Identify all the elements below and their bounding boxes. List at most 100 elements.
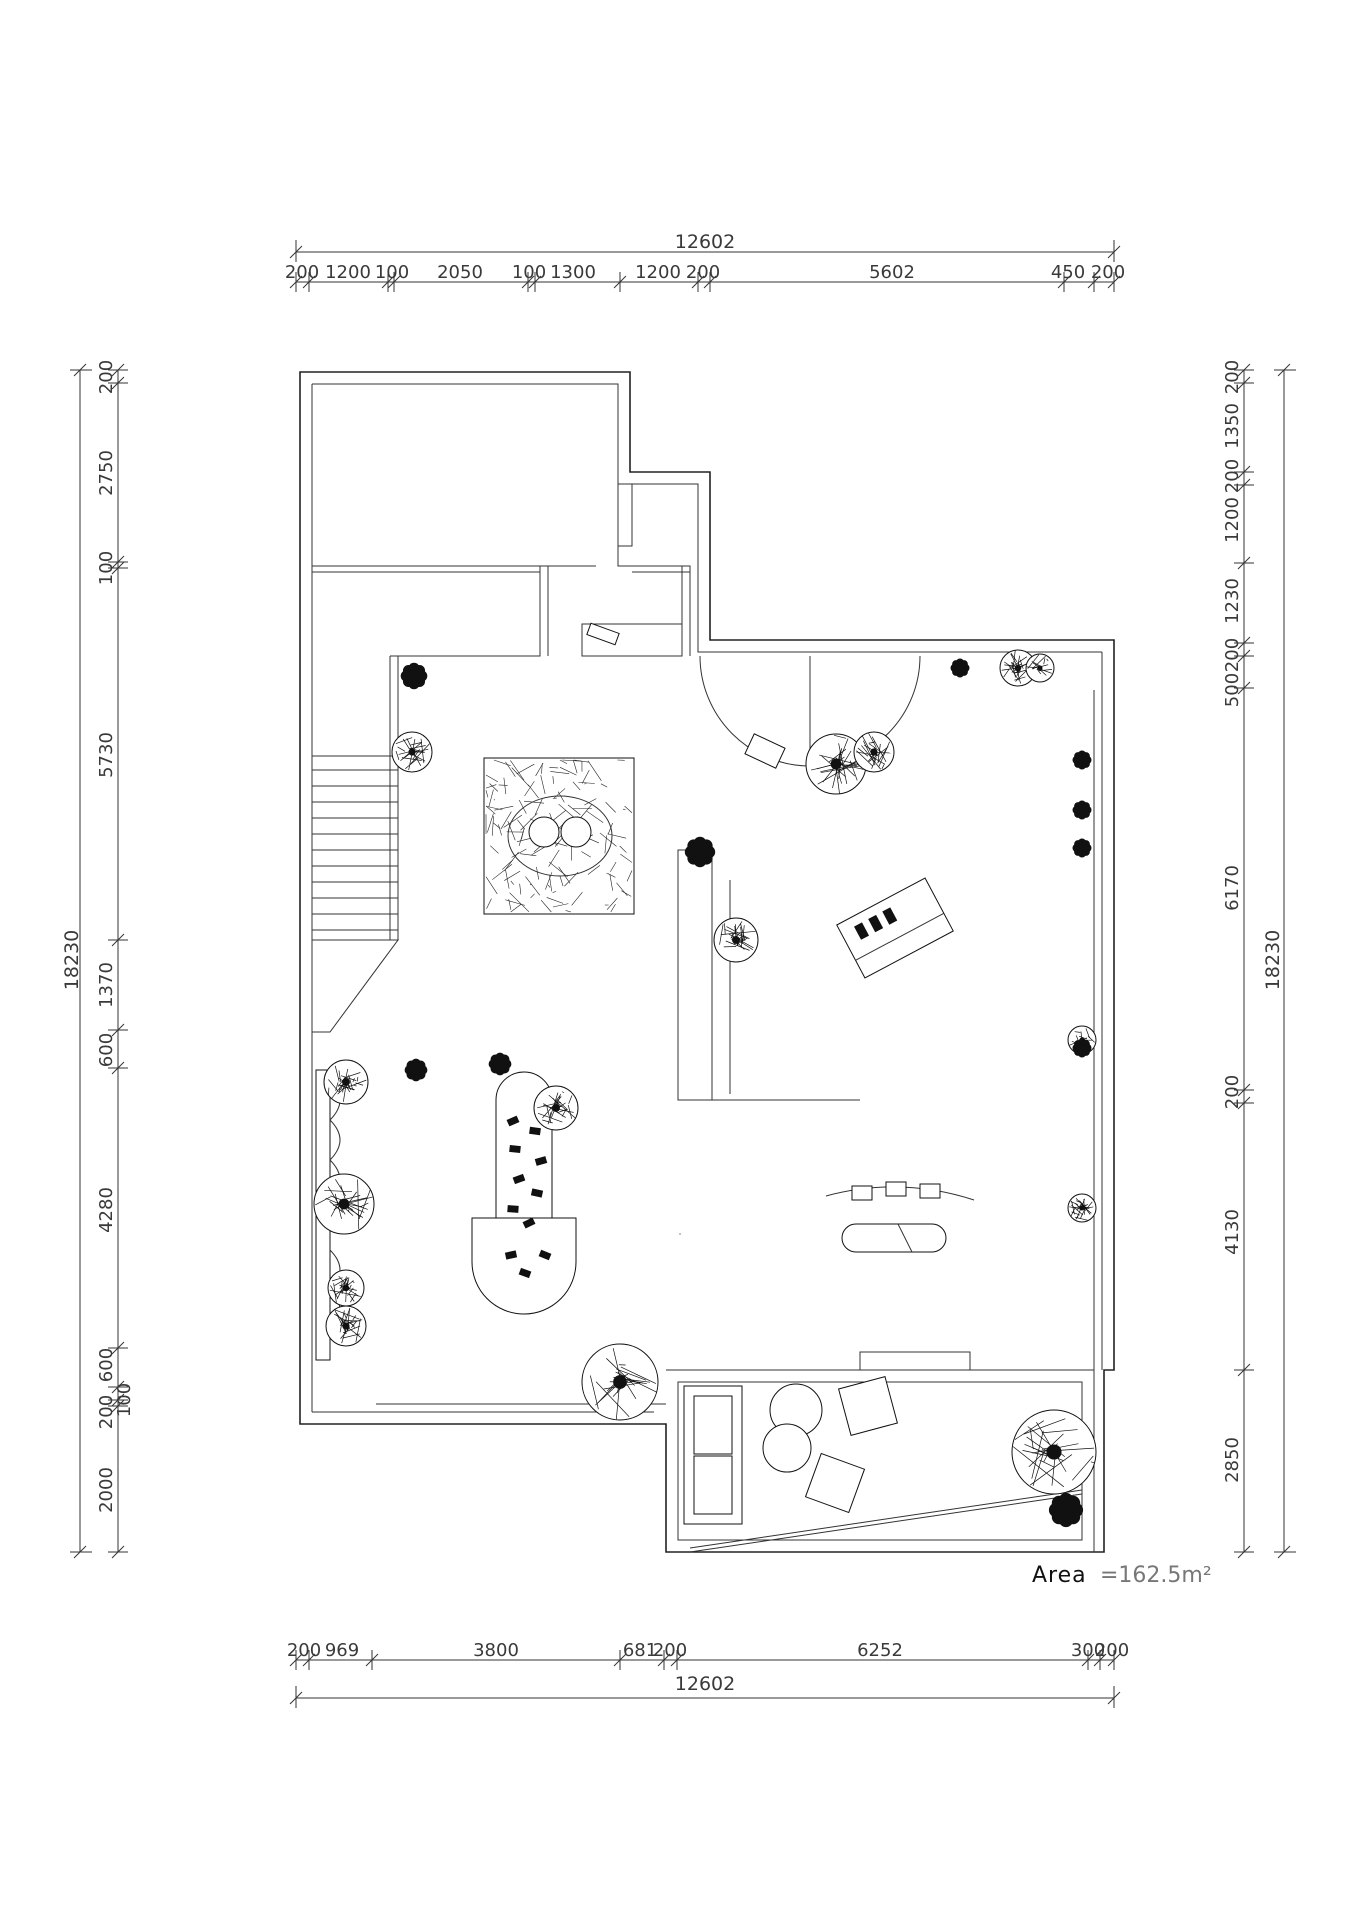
rug-mesh-line (620, 853, 633, 863)
dim-tick (289, 1653, 303, 1667)
dim-tick (1237, 556, 1251, 570)
dim-tick (111, 1380, 125, 1394)
arc-bench (744, 733, 786, 769)
display-item (522, 1217, 536, 1229)
top-seg-10: 200 (1091, 262, 1125, 283)
plant-icon (1025, 653, 1055, 683)
dim-tick (111, 1023, 125, 1037)
rug-mesh-line (534, 797, 543, 815)
display-item (507, 1205, 519, 1213)
rug-mesh-line (571, 891, 583, 906)
right-seg-6: 500 (1222, 673, 1243, 707)
rug-mesh-line (624, 805, 633, 814)
bottom-seg-5: 6252 (857, 1640, 903, 1661)
dim-tick (1081, 1653, 1095, 1667)
patterned-rug (483, 757, 635, 915)
right-seg-0: 200 (1222, 360, 1243, 394)
dim-tick (1237, 1545, 1251, 1559)
rug-mesh-line (505, 761, 516, 777)
left-seg-4: 1370 (96, 962, 117, 1008)
rug-mesh-line (610, 861, 617, 872)
right-seg-9: 4130 (1222, 1209, 1243, 1255)
rug-mesh-line (587, 760, 602, 781)
rug-mesh-line (518, 830, 524, 847)
rug-mesh-line (530, 893, 535, 899)
bottom-seg-7: 200 (1095, 1640, 1129, 1661)
area-annotation: Area =162.5m² (1032, 1563, 1212, 1588)
plant-icon (327, 1269, 365, 1307)
shrub-icon (684, 836, 716, 868)
right-seg-10: 2850 (1222, 1437, 1243, 1483)
dim-tick (289, 275, 303, 289)
rug-mesh-line (552, 891, 557, 893)
rug-mesh-line (510, 760, 525, 781)
rug-mesh-line (503, 777, 507, 795)
plant-icon (323, 1059, 369, 1105)
right-seg-3: 1200 (1222, 497, 1243, 543)
rug-mesh-line (572, 759, 578, 774)
left-seg-0: 200 (96, 360, 117, 394)
rug-mesh-line (605, 801, 616, 813)
rug-mesh-line (567, 804, 581, 816)
top-seg-6: 1200 (635, 262, 681, 283)
top-seg-2: 100 (375, 262, 409, 283)
shrub-icon (404, 1058, 428, 1082)
rug-mesh-line (535, 762, 544, 777)
right-total-label: 18230 (1262, 930, 1284, 990)
left-seg-5: 600 (96, 1033, 117, 1067)
dim-tick (111, 1341, 125, 1355)
rug-mesh-line (551, 809, 567, 822)
display-item (538, 1249, 552, 1261)
rug-mesh-line (540, 775, 546, 794)
area-value: =162.5m² (1100, 1563, 1212, 1588)
rug-mesh-line (558, 866, 571, 884)
rug-mesh-line (581, 851, 591, 858)
right-seg-8: 200 (1222, 1075, 1243, 1109)
plant-icon (1067, 1193, 1097, 1223)
plant-icon (313, 1173, 375, 1235)
display-item (518, 1267, 532, 1279)
right-seg-2: 200 (1222, 459, 1243, 493)
rug-mesh-line (548, 861, 568, 878)
dim-tick (1237, 478, 1251, 492)
dim-tick (111, 1393, 125, 1407)
dim-tick (1237, 363, 1251, 377)
plant-icon (581, 1343, 659, 1421)
rug-mesh-line (510, 880, 514, 885)
dim-tick (1237, 1096, 1251, 1110)
rug-mesh-line (511, 767, 530, 787)
rug-mesh-line (586, 810, 604, 823)
top-seg-0: 200 (285, 262, 319, 283)
top-seg-5: 1300 (550, 262, 596, 283)
dim-tick (1237, 681, 1251, 695)
rug-mesh-line (626, 870, 633, 882)
top-seg-7: 200 (686, 262, 720, 283)
dim-tick (1087, 275, 1101, 289)
dim-tick (657, 1653, 671, 1667)
rug-mesh-line (505, 869, 510, 889)
rug-mesh-line (490, 845, 499, 854)
right-dimensions: 18230 200 1350 200 1200 1230 200 500 617… (1222, 360, 1296, 1559)
rug-mesh-line (528, 784, 539, 799)
rug-mesh-line (536, 866, 540, 880)
left-seg-1: 2750 (96, 450, 117, 496)
rug-mesh-line (547, 884, 551, 888)
furniture (315, 622, 975, 1525)
rug-mesh-line (552, 903, 569, 908)
rug-mesh-line (486, 806, 503, 811)
rug-mesh-line (559, 759, 568, 764)
dim-tick (670, 1653, 684, 1667)
rug-mesh-line (607, 873, 616, 878)
rug-mesh-line (492, 864, 513, 880)
dim-tick (111, 555, 125, 569)
rug-mesh-line (525, 876, 541, 896)
rug-mesh-line (587, 865, 601, 875)
bottom-seg-4: 200 (653, 1640, 687, 1661)
plants (313, 649, 1097, 1528)
display-item (534, 1156, 548, 1166)
terrace-chairs (762, 1375, 899, 1514)
rug-mesh-line (500, 811, 512, 830)
plant-icon (391, 731, 433, 773)
top-seg-9: 450 (1051, 262, 1085, 283)
rug-mesh-line (524, 781, 535, 797)
